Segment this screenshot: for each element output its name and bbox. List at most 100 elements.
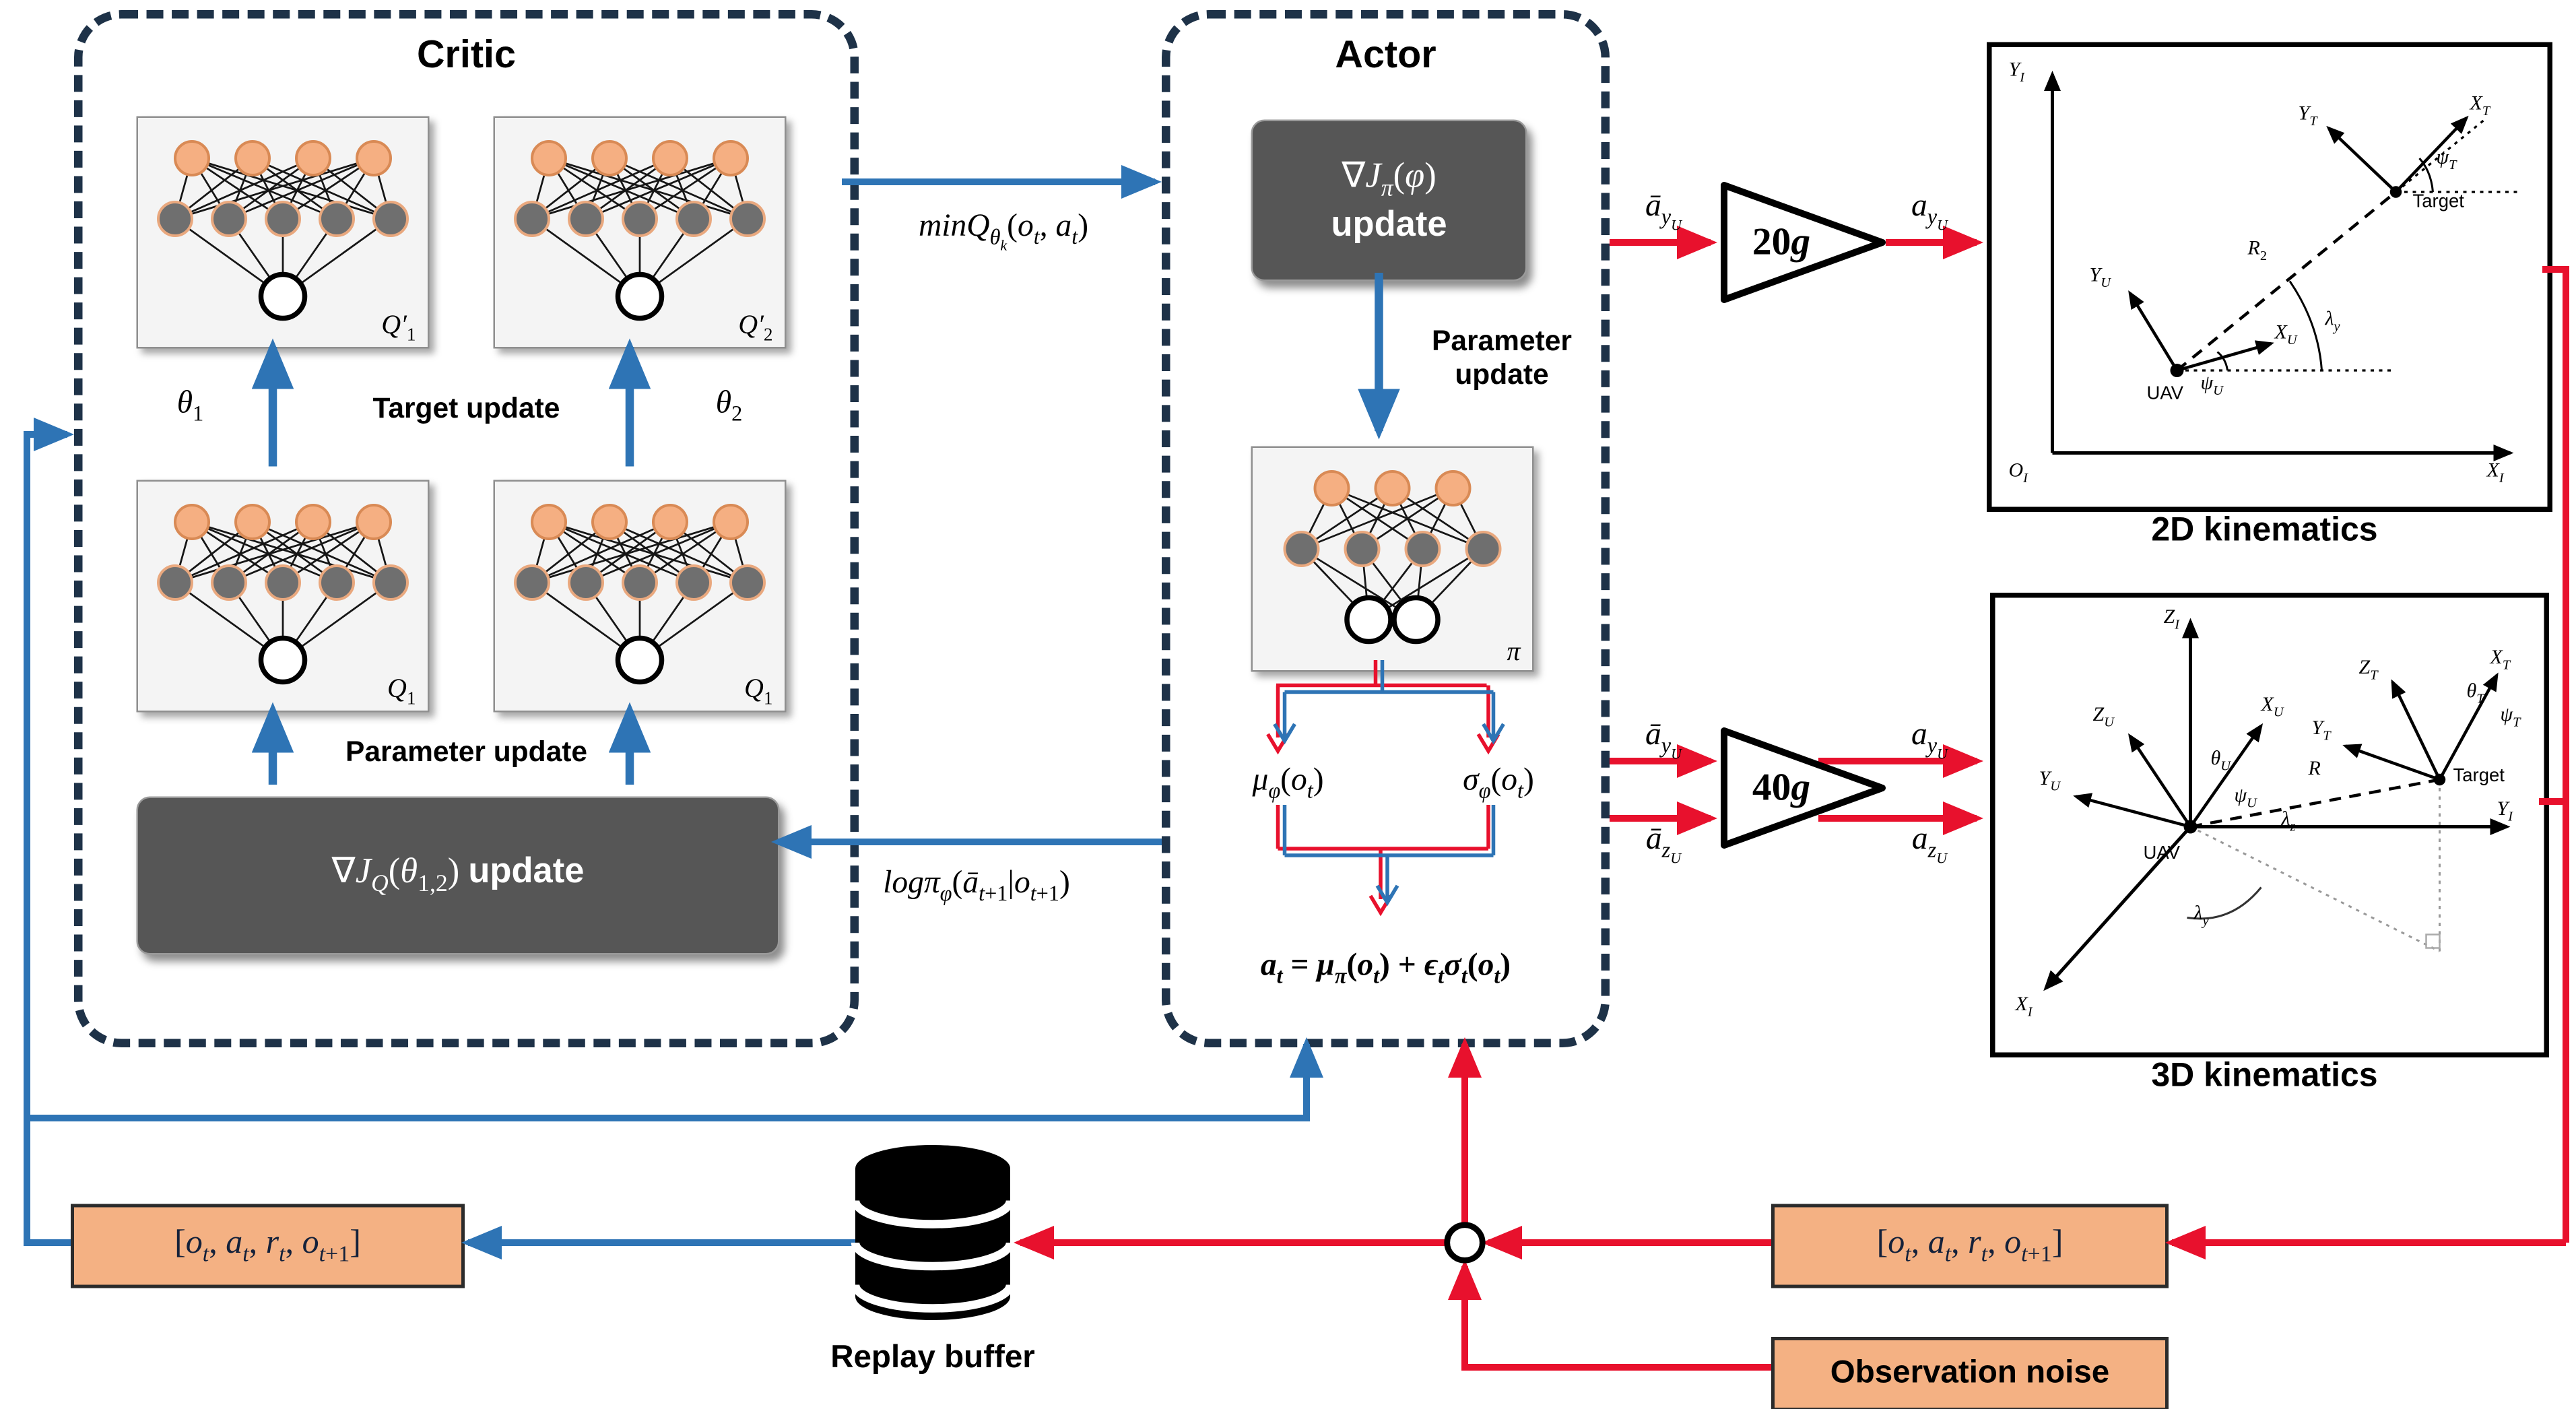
q-target-2-label: Q′2	[738, 311, 773, 346]
actor-gradient-update-box: ∇Jπ(φ) update	[1251, 119, 1527, 282]
label-2d-lambda-y: λy	[2325, 306, 2340, 334]
3d-target-point	[2433, 773, 2446, 786]
3d-target-frame	[2342, 672, 2499, 781]
label-3d-yu: YU	[2039, 766, 2060, 794]
label-2d-xi: XI	[2486, 458, 2504, 486]
kinematics-2d-drawing	[2044, 71, 2517, 461]
logpi-flow-label: logπφ(āt+1|ot+1)	[883, 865, 1070, 906]
critic-target-network-2-graph	[514, 140, 766, 321]
label-2d-yt: YT	[2298, 101, 2317, 129]
kinematics-2d-caption: 2D kinematics	[2151, 512, 2378, 549]
2d-inertial-axes	[2044, 71, 2514, 461]
label-3d-target: Target	[2453, 766, 2505, 787]
kinematics-3d-frame: ZI YI XI ZU XU YU UAV θU ψU λz λy R Targ…	[1990, 593, 2549, 1057]
arrow-tuple-to-actor	[27, 1037, 1323, 1121]
label-3d-zt: ZT	[2358, 655, 2378, 683]
amp20-gain-label: 20g	[1752, 220, 1811, 263]
amp40-input-top-label: āyU	[1645, 717, 1682, 762]
critic-network-1: Q1	[136, 480, 430, 713]
label-2d-yu: YU	[2089, 263, 2111, 290]
label-3d-zu: ZU	[2092, 702, 2114, 730]
amp20-input-label: āyU	[1645, 189, 1682, 233]
label-2d-oi: OI	[2008, 458, 2028, 486]
amp40-output-bottom-label: azU	[1911, 822, 1948, 866]
theta2-label: θ2	[715, 385, 743, 426]
critic-panel: Critic Q′1 Q′2 Q1 Q1 θ1 θ2 Target update…	[74, 10, 859, 1047]
q-main-1-label: Q1	[387, 675, 416, 709]
2d-target-frame	[2326, 115, 2469, 193]
q-target-1-label: Q′1	[381, 311, 416, 346]
2d-uav-point	[2170, 364, 2184, 377]
critic-network-2: Q1	[493, 480, 787, 713]
label-3d-yt: YT	[2311, 715, 2331, 744]
3d-right-angle-mark	[2425, 933, 2441, 949]
label-3d-yi: YI	[2497, 796, 2513, 824]
label-3d-theta-t: θT	[2466, 678, 2484, 707]
3d-projection-lines	[2189, 779, 2441, 952]
label-2d-r2: R2	[2247, 236, 2268, 263]
label-3d-xu: XU	[2261, 692, 2284, 720]
label-2d-yi: YI	[2008, 57, 2025, 85]
label-3d-lambda-z: λz	[2281, 806, 2296, 834]
critic-gradient-update-box: ∇JQ(θ1,2) update	[136, 796, 780, 955]
observation-noise-box: Observation noise	[1771, 1337, 2169, 1409]
actor-network-graph	[1283, 470, 1502, 645]
minq-flow-label: minQθk(ot, at)	[918, 209, 1089, 253]
transition-tuple-right-text: [ot, at, rt, ot+1]	[1876, 1224, 2063, 1267]
replay-buffer-caption: Replay buffer	[830, 1340, 1035, 1376]
3d-lambda-y-arc	[2187, 886, 2262, 920]
kinematics-3d-drawing	[2043, 618, 2511, 991]
3d-uav-frame	[2073, 723, 2264, 828]
label-3d-theta-u: θU	[2210, 746, 2231, 774]
critic-gradient-update-text: ∇JQ(θ1,2) update	[331, 851, 585, 898]
critic-target-network-2: Q′2	[493, 116, 787, 349]
label-3d-xt: XT	[2490, 645, 2511, 673]
2d-lambda-y-arc	[2288, 280, 2323, 371]
label-3d-uav: UAV	[2143, 843, 2181, 864]
mu-output-label: μφ(ot)	[1252, 762, 1324, 803]
amp20-output-label: ayU	[1911, 189, 1948, 233]
critic-parameter-update-label: Parameter update	[345, 735, 588, 768]
label-2d-xu: XU	[2274, 320, 2297, 348]
arrow-tuple-to-critic	[24, 418, 74, 1246]
label-2d-uav: UAV	[2146, 384, 2184, 404]
2d-psi-t-arc	[2418, 158, 2434, 193]
3d-line-of-sight	[2190, 778, 2440, 828]
q-main-2-label: Q1	[744, 675, 773, 709]
2d-uav-frame	[2128, 290, 2274, 372]
amp40-input-bottom-label: āzU	[1645, 822, 1682, 866]
2d-line-of-sight	[2176, 191, 2397, 372]
3d-uav-point	[2183, 820, 2198, 834]
amplifier-20g-triangle	[1721, 182, 1886, 303]
pi-label: π	[1507, 638, 1521, 667]
label-3d-psi-u: ψU	[2234, 783, 2257, 811]
actor-gradient-update-line1: ∇Jπ(φ)	[1342, 156, 1436, 203]
kinematics-2d-frame: YI XI OI YU XU ψU UAV R2 λy Target XT YT…	[1987, 42, 2552, 512]
label-2d-target: Target	[2412, 192, 2464, 212]
3d-inertial-axes	[2043, 618, 2511, 991]
sigma-output-label: σφ(ot)	[1463, 762, 1534, 803]
label-3d-zi: ZI	[2163, 604, 2180, 632]
transition-tuple-box-left: [ot, at, rt, ot+1]	[71, 1204, 465, 1288]
actor-panel: Actor ∇Jπ(φ) update Parameter update π μ…	[1162, 10, 1610, 1047]
transition-tuple-left-text: [ot, at, rt, ot+1]	[174, 1224, 361, 1267]
transition-tuple-box-right: [ot, at, rt, ot+1]	[1771, 1204, 2169, 1288]
critic-target-network-1-graph	[157, 140, 409, 321]
label-2d-psi-t: ψT	[2436, 145, 2457, 172]
amplifier-40g-triangle	[1721, 727, 1886, 849]
label-3d-lambda-y: λy	[2193, 900, 2209, 929]
noise-junction	[1444, 1222, 1486, 1264]
actor-gradient-update-line2: update	[1331, 204, 1447, 244]
amplifier-triangles	[1721, 182, 1886, 849]
theta1-label: θ1	[176, 385, 204, 426]
striped-blue-lines	[1273, 660, 1505, 907]
2d-psi-u-arc	[2216, 351, 2228, 371]
label-3d-psi-t: ψT	[2500, 702, 2521, 730]
actor-title: Actor	[1335, 32, 1436, 76]
actor-parameter-update-label: Parameter update	[1432, 325, 1572, 391]
line-kinematics-feedback	[2542, 266, 2569, 1243]
striped-red-lines	[1266, 660, 1500, 917]
